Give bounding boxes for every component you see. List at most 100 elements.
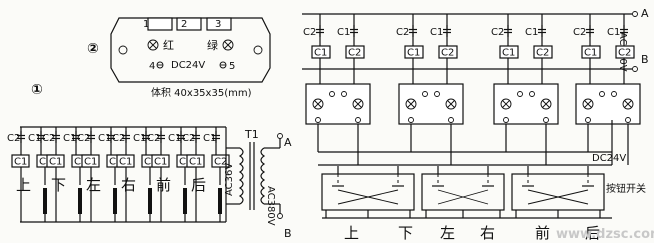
cap-label-c2: C2 [491,27,504,38]
coil-label-c2: C2 [109,157,122,168]
right-label-back: 后 [585,224,600,242]
cap-label-c2: C2 [42,133,55,144]
cap-label-c1: C1 [525,27,538,38]
right-label-up: 上 [344,224,359,242]
left-label-2: 下 [51,176,66,194]
relay-spec-label: DC24V [171,60,205,71]
left-label-3: 左 [86,176,101,194]
cap-label-c1: C1 [203,133,216,144]
cap-label-c1: C1 [133,133,146,144]
coil-label-c1: C1 [49,157,62,168]
cap-label-c1: C1 [98,133,111,144]
coil-label-c2: C2 [214,157,227,168]
right-label-down: 下 [398,224,413,242]
right-label-left: 左 [440,224,455,242]
lamp-icon [352,98,364,110]
coil-label-c2: C2 [144,157,157,168]
coil-label-c2: C2 [536,48,549,59]
coil-label-c2: C2 [348,48,361,59]
cap-label-c1: C1 [168,133,181,144]
relay-body [398,83,464,125]
pin-4-label: 4 [149,61,155,72]
pin-icon [625,117,631,123]
coil-label-c1: C1 [314,48,327,59]
pin-2-label: 2 [181,19,187,30]
coil-c2 [438,45,458,59]
terminal-b-right: B [641,53,649,66]
coil-label-c1: C1 [584,48,597,59]
coil-c1 [581,45,601,59]
right-label-right: 右 [480,224,495,242]
button-switch-label: 按钮开关 [606,182,646,195]
cap-label-c1: C1 [430,27,443,38]
pin-icon [517,91,523,97]
lamp-icon [405,98,417,110]
coil-c1 [499,45,519,59]
switch-housing [511,173,605,211]
switch-block-3 [511,166,605,218]
coil-label-c1: C1 [189,157,202,168]
pin-3-label: 3 [215,19,221,30]
coil-label-c1: C1 [14,157,27,168]
button-plunger [218,188,222,214]
lamp-icon [312,98,324,110]
relay-outline [110,17,271,83]
coil-label-c2: C2 [441,48,454,59]
pin-icon [422,91,428,97]
left-label-5: 前 [156,176,171,194]
left-label-6: 后 [191,176,206,194]
left-label-1: 上 [16,176,31,194]
pin-icon [599,91,605,97]
pin-icon [408,117,414,123]
coil-label-c2: C2 [179,157,192,168]
right-label-front: 前 [535,224,550,242]
ac380v-left-label: AC380V [265,186,276,226]
terminal-a-right: A [641,7,649,20]
pin-5-label: 5 [229,61,235,72]
button-plunger [78,188,82,214]
red-label: 红 [163,39,174,52]
lamp-icon [500,98,512,110]
button-plunger [183,188,187,214]
pin-icon [585,117,591,123]
cap-label-c2: C2 [112,133,125,144]
dc24v-label: DC24V [592,153,626,164]
pin-icon [434,91,440,97]
relay-body [493,83,559,125]
switch-block-2 [421,166,505,218]
pin-icon [315,117,321,123]
cap-label-c1: C1 [63,133,76,144]
terminal-b-left: B [284,227,292,240]
switch-housing [421,173,505,211]
green-label: 绿 [207,38,218,52]
cap-label-c2: C2 [303,27,316,38]
transformer-t1 [226,133,283,219]
pin-icon [355,117,361,123]
coil-c1 [311,45,331,59]
cap-label-c2: C2 [396,27,409,38]
pin-icon [329,91,335,97]
cap-label-c2: C2 [182,133,195,144]
button-switch-blocks [321,166,605,218]
relay-body [305,83,371,125]
cap-label-c1: C1 [337,27,350,38]
coil-label-c1: C1 [154,157,167,168]
button-plunger [43,188,47,214]
ac36v-label: AC36V [224,163,235,196]
cap-label-c2: C2 [147,133,160,144]
lamp-icon [540,98,552,110]
coil-c2 [615,45,635,59]
pin-1-label: 1 [143,19,149,30]
button-plunger [113,188,117,214]
coil-label-c2: C2 [618,48,631,59]
pin-icon [448,117,454,123]
